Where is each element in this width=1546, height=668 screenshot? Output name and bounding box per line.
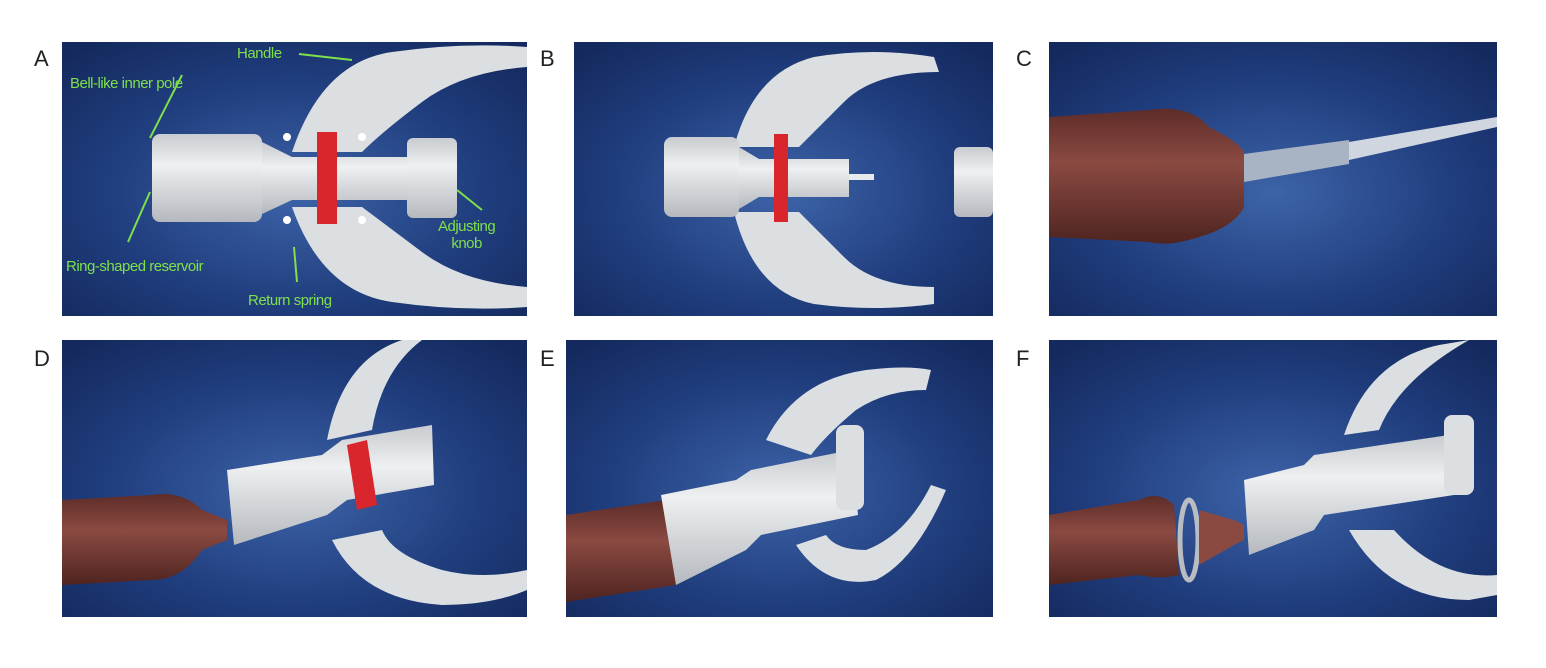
annotation-bell-like-inner-pole: Bell-like inner pole: [70, 75, 183, 92]
panel-d-image: [62, 340, 527, 617]
panel-label-a: A: [34, 46, 49, 71]
panel-label-f: F: [1016, 346, 1030, 371]
panel-c-image: [1049, 42, 1497, 316]
annotation-adjusting-knob-line1: Adjusting: [438, 218, 496, 235]
annotation-adjusting-knob: Adjusting knob: [438, 218, 496, 252]
panel-label-d: D: [34, 346, 50, 371]
annotation-ring-shaped-reservoir: Ring-shaped reservoir: [66, 258, 204, 275]
panel-label-c: C: [1016, 46, 1032, 71]
annotation-handle: Handle: [237, 45, 282, 62]
panel-label-e: E: [540, 346, 555, 371]
annotation-adjusting-knob-line2: knob: [451, 235, 482, 252]
panel-e-image: [566, 340, 993, 617]
panel-a-image: [62, 42, 527, 316]
panel-label-b: B: [540, 46, 555, 71]
annotation-return-spring: Return spring: [248, 292, 332, 309]
panel-b-image: [574, 42, 993, 316]
panel-f-image: [1049, 340, 1497, 617]
